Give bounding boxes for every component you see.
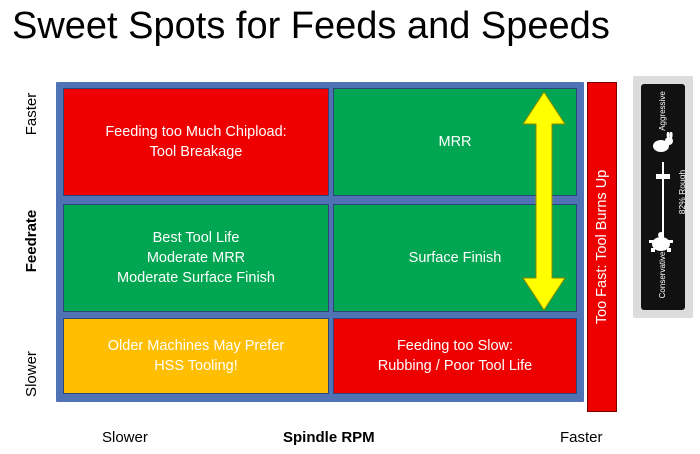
y-axis-top-label: Faster [23, 92, 40, 136]
cell-label: Best Tool Life Moderate MRR Moderate Sur… [117, 230, 275, 286]
conservative-label: Conservative [658, 251, 667, 299]
cell-fast-feed-slow-rpm: Feeding too Much Chipload: Tool Breakage [63, 88, 329, 196]
rabbit-icon [653, 132, 673, 152]
cell-moderate-feed-slow-rpm: Best Tool Life Moderate MRR Moderate Sur… [63, 204, 329, 312]
page-title: Sweet Spots for Feeds and Speeds [12, 5, 610, 47]
cell-slow-feed-slow-rpm: Older Machines May Prefer HSS Tooling! [63, 318, 329, 394]
x-axis-left-label: Slower [102, 429, 148, 446]
cell-label: MRR [438, 134, 472, 150]
x-axis-right-label: Faster [560, 429, 603, 446]
slider-thumb[interactable] [656, 173, 670, 179]
double-arrow-icon [522, 91, 566, 311]
turtle-icon [649, 232, 673, 252]
cell-label: Feeding too Slow: Rubbing / Poor Tool Li… [377, 338, 533, 374]
aggressiveness-slider[interactable]: Aggressive 82% Rough Conservative [641, 84, 685, 310]
cell-label: Surface Finish [408, 250, 502, 266]
cell-label: Feeding too Much Chipload: Tool Breakage [105, 124, 287, 160]
cell-slow-feed-fast-rpm: Feeding too Slow: Rubbing / Poor Tool Li… [333, 318, 577, 394]
too-fast-label: Too Fast: Tool Burns Up [594, 169, 610, 325]
x-axis-label: Spindle RPM [283, 429, 375, 446]
aggressive-label: Aggressive [658, 91, 667, 131]
y-axis-bottom-label: Slower [23, 351, 40, 397]
cell-label: Older Machines May Prefer HSS Tooling! [107, 338, 285, 374]
too-fast-bar: Too Fast: Tool Burns Up [587, 82, 617, 412]
slider-track [662, 162, 664, 238]
y-axis-label: Feedrate [23, 209, 40, 273]
rough-percent-label: 82% Rough [677, 169, 685, 215]
